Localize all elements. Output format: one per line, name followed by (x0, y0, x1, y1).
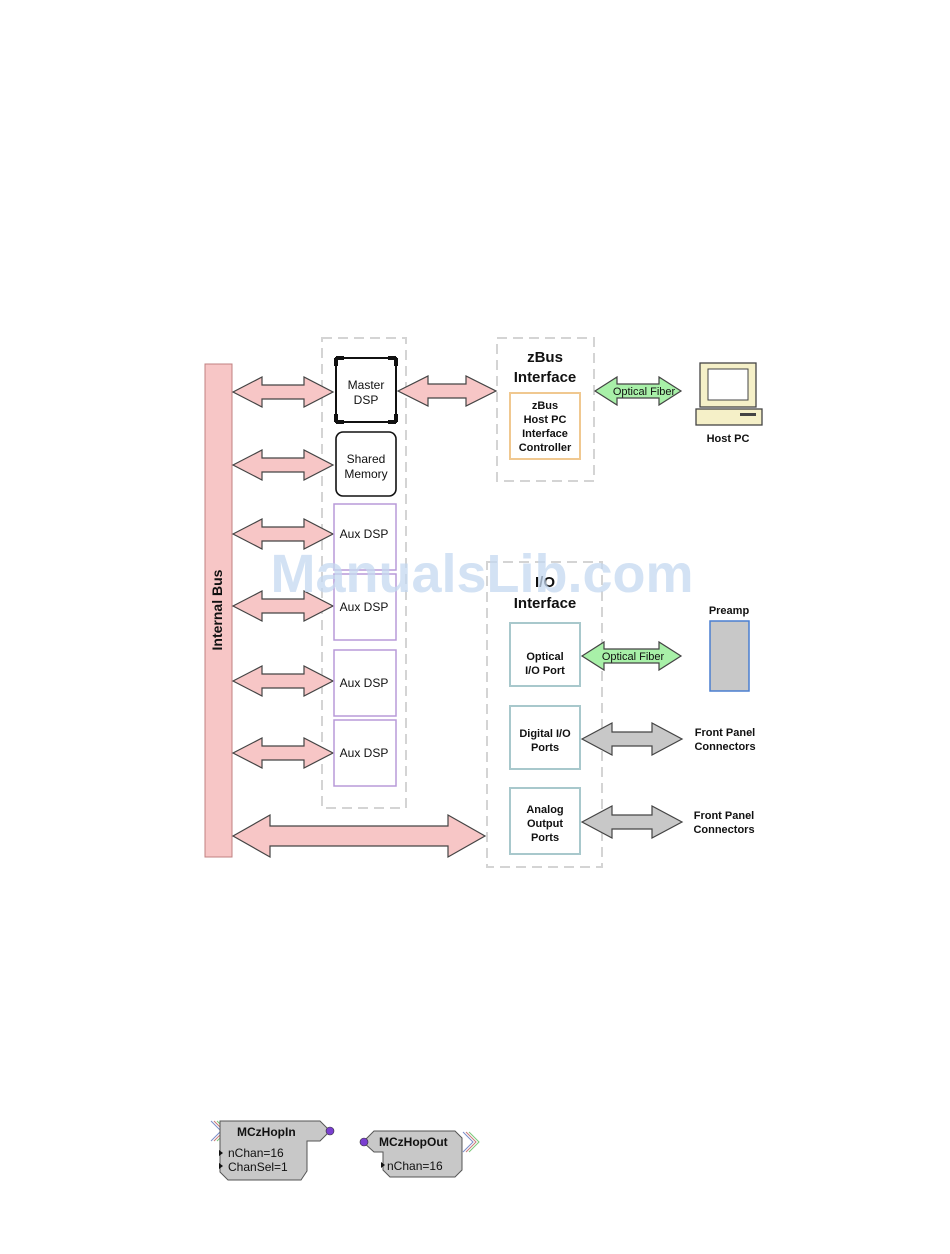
io-title-line1: I/O (535, 574, 555, 591)
shared-memory-line1: Shared (347, 452, 386, 466)
aux-dsp-3-label: Aux DSP (340, 676, 389, 690)
digital-ports-line2: Ports (531, 742, 559, 754)
mczhopin-title: MCzHopIn (237, 1125, 296, 1139)
arrow-master-zbus (396, 375, 498, 407)
optical-port-line1: Optical (526, 651, 563, 663)
zbus-fiber-arrow (593, 375, 683, 407)
front-panel-2-line2: Connectors (693, 824, 754, 836)
analog-output-ports-block (509, 787, 581, 855)
aux-dsp-blocks (333, 503, 397, 787)
preamp-label: Preamp (709, 605, 750, 617)
analog-front-panel-arrow (580, 805, 684, 839)
io-title-backdrop (530, 568, 560, 590)
master-dsp-line1: Master (348, 378, 385, 392)
arrow-bus-io (231, 813, 487, 859)
zbus-ctrl-line4: Controller (519, 442, 572, 454)
digital-io-ports-block (509, 705, 581, 770)
arrow-bus-aux3 (231, 665, 335, 697)
mczhopin-param-1: nChan=16 (228, 1146, 284, 1160)
io-title-line2: Interface (514, 595, 577, 612)
bus-arrows (231, 376, 487, 859)
aux-dsp-4 (333, 719, 397, 787)
mczhopout-title: MCzHopOut (379, 1135, 448, 1149)
zbus-container (496, 337, 595, 482)
io-container (486, 561, 603, 868)
front-panel-2-line1: Front Panel (694, 810, 755, 822)
arrow-bus-aux4 (231, 737, 335, 769)
optical-port-line2: I/O Port (525, 665, 565, 677)
aux-dsp-2 (333, 573, 397, 641)
mczhopin-component (210, 1120, 335, 1181)
shared-memory-line2: Memory (344, 467, 387, 481)
aux-dsp-3 (333, 649, 397, 717)
shared-memory-block: Shared Memory (335, 431, 397, 497)
aux-dsp-1 (333, 503, 397, 571)
arrow-bus-master (231, 376, 335, 408)
analog-ports-line3: Ports (531, 832, 559, 844)
zbus-fiber-label: Optical Fiber (613, 386, 676, 398)
aux-dsp-2-label: Aux DSP (340, 600, 389, 614)
aux-dsp-1-label: Aux DSP (340, 527, 389, 541)
front-panel-1-line1: Front Panel (695, 727, 756, 739)
analog-ports-line1: Analog (526, 804, 563, 816)
zbus-ctrl-line2: Host PC (524, 414, 567, 426)
zbus-ctrl-line1: zBus (532, 400, 558, 412)
analog-ports-line2: Output (527, 818, 563, 830)
host-pc-label: Host PC (707, 433, 750, 445)
front-panel-1-line2: Connectors (694, 741, 755, 753)
zbus-controller-block (509, 392, 581, 460)
dsp-column-container (321, 337, 407, 809)
preamp-box (709, 620, 750, 692)
zbus-ctrl-line3: Interface (522, 428, 568, 440)
internal-bus-label: Internal Bus (209, 569, 225, 650)
master-dsp-line2: DSP (354, 393, 379, 407)
optical-io-port-block (509, 622, 581, 687)
digital-front-panel-arrow (580, 722, 684, 756)
mczhopin-param-2: ChanSel=1 (228, 1160, 288, 1174)
mczhopout-component (359, 1130, 480, 1178)
digital-ports-line1: Digital I/O (519, 728, 571, 740)
zbus-title-line2: Interface (514, 369, 577, 386)
arrow-bus-aux2 (231, 590, 335, 622)
io-fiber-arrow (580, 640, 683, 672)
master-dsp-block: Master DSP (334, 356, 398, 424)
io-fiber-label: Optical Fiber (602, 651, 665, 663)
aux-dsp-4-label: Aux DSP (340, 746, 389, 760)
watermark-text: ManualsLib.com (270, 544, 693, 604)
arrow-bus-aux1 (231, 518, 335, 550)
internal-bus-bar (204, 363, 233, 858)
zbus-title-line1: zBus (527, 349, 563, 366)
mczhopout-param-1: nChan=16 (387, 1159, 443, 1173)
arrow-bus-shared (231, 449, 335, 481)
host-pc-icon (695, 362, 763, 426)
